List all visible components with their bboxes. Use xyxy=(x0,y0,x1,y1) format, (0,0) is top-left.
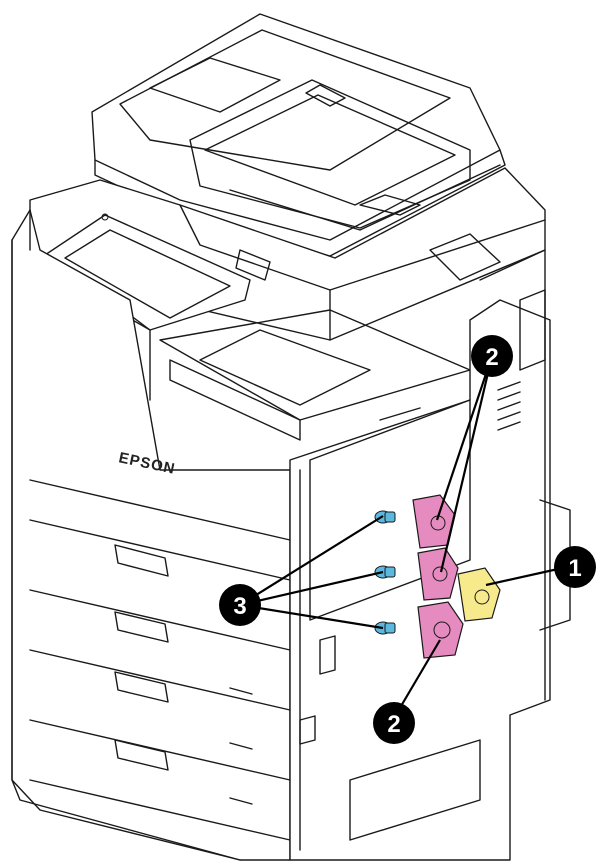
cyan-part-middle xyxy=(374,565,396,579)
cyan-part-top xyxy=(374,510,396,524)
side-panel xyxy=(289,249,571,861)
callout-3: 3 xyxy=(219,584,261,626)
magenta-part-middle xyxy=(417,547,459,601)
callout-2-lower-label: 2 xyxy=(387,711,400,738)
callout-lines xyxy=(239,355,568,719)
callout-2-upper-label: 2 xyxy=(485,344,498,371)
callout-1: 1 xyxy=(554,546,596,588)
callout-2-lower: 2 xyxy=(373,702,415,744)
callout-2-upper: 2 xyxy=(471,335,513,377)
yellow-part xyxy=(457,567,501,622)
printer-body: EPSON xyxy=(11,209,291,861)
magenta-part-bottom xyxy=(417,601,464,659)
callout-1-label: 1 xyxy=(568,555,581,582)
callout-3-label: 3 xyxy=(233,593,246,620)
